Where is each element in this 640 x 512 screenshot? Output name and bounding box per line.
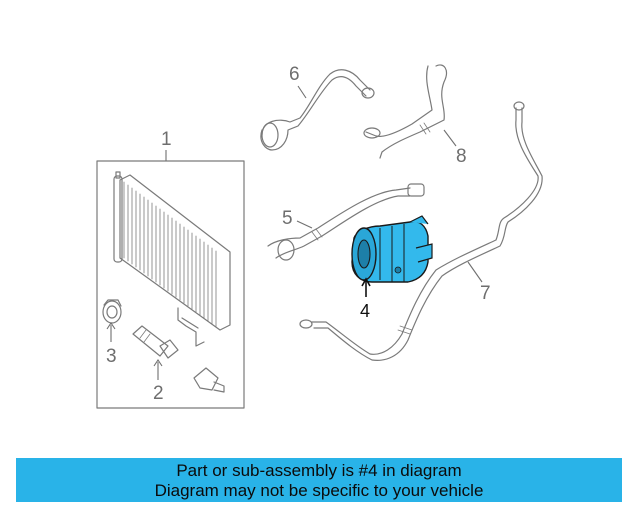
hose-5[interactable] bbox=[267, 183, 425, 261]
callout-7: 7 bbox=[467, 261, 491, 304]
svg-text:3: 3 bbox=[106, 346, 117, 367]
callout-3: 3 bbox=[106, 322, 117, 367]
svg-text:5: 5 bbox=[282, 208, 293, 229]
svg-text:2: 2 bbox=[153, 383, 164, 404]
svg-text:6: 6 bbox=[289, 64, 300, 85]
connector-plug[interactable] bbox=[193, 367, 225, 393]
svg-text:7: 7 bbox=[480, 283, 491, 304]
callout-2: 2 bbox=[153, 359, 164, 404]
callout-4: 4 bbox=[360, 277, 371, 321]
info-banner: Part or sub-assembly is #4 in diagram Di… bbox=[16, 458, 622, 502]
ac-compressor[interactable] bbox=[351, 215, 433, 283]
svg-text:1: 1 bbox=[161, 129, 172, 150]
callout-6: 6 bbox=[289, 64, 307, 99]
parts-diagram: 1 2 3 4 5 6 7 8 bbox=[96, 64, 543, 409]
banner-line-2: Diagram may not be specific to your vehi… bbox=[154, 481, 484, 500]
condenser-assembly[interactable] bbox=[96, 160, 245, 409]
pressure-switch[interactable] bbox=[132, 325, 179, 359]
hose-8[interactable] bbox=[363, 64, 448, 159]
callout-1: 1 bbox=[161, 129, 172, 161]
line-7[interactable] bbox=[299, 101, 543, 361]
banner-line-1: Part or sub-assembly is #4 in diagram bbox=[176, 461, 462, 480]
svg-text:8: 8 bbox=[456, 146, 467, 167]
callout-8: 8 bbox=[443, 129, 467, 167]
hose-6[interactable] bbox=[260, 69, 375, 151]
callout-5: 5 bbox=[282, 208, 313, 229]
drier-cap[interactable] bbox=[102, 299, 122, 324]
svg-text:4: 4 bbox=[360, 301, 370, 321]
